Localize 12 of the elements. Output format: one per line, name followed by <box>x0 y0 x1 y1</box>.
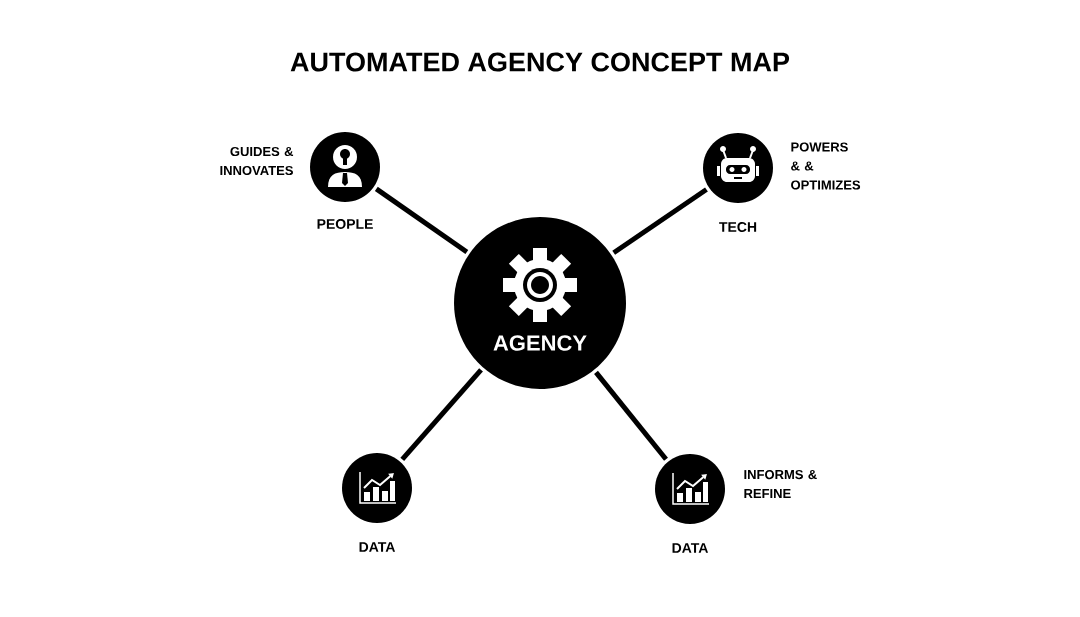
description-text: INFORMS & REFINE <box>744 469 817 499</box>
description-text: POWERS & & OPTIMIZES <box>791 142 861 190</box>
connector-line <box>594 370 668 461</box>
description-text: GUIDES & INNOVATES <box>220 146 294 176</box>
connector-line <box>374 186 469 254</box>
connector-line <box>612 187 708 255</box>
node-label: TECH <box>719 222 757 232</box>
node-label: PEOPLE <box>317 219 373 229</box>
connector-line <box>400 368 483 461</box>
title: AUTOMATED AGENCY CONCEPT MAP <box>290 52 790 72</box>
node-label: DATA <box>672 543 709 553</box>
node-label: DATA <box>359 542 396 552</box>
